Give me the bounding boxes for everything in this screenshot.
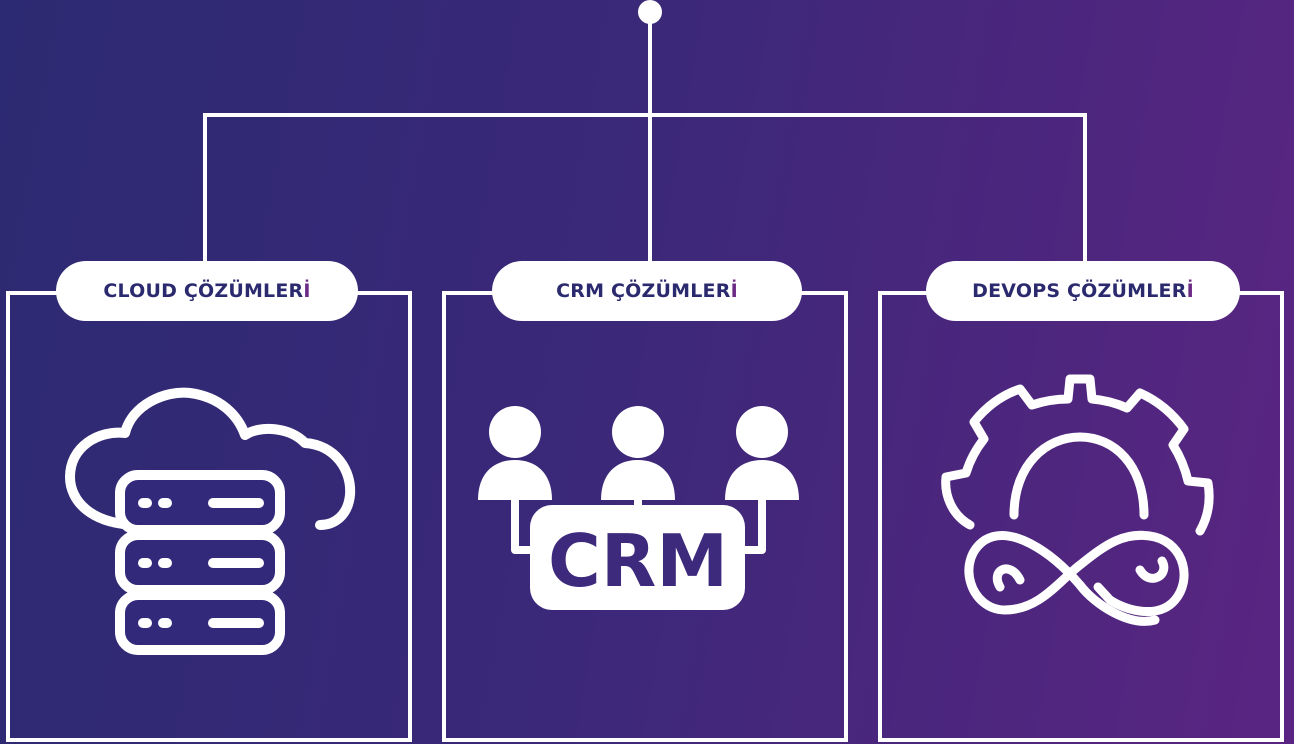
crm-icon: CRM (478, 406, 799, 610)
center-branch-line (648, 113, 652, 261)
cloud-label-main: CLOUD ÇÖZÜMLER (103, 280, 304, 302)
cloud-server-icon (65, 387, 356, 655)
devops-label-main: DEVOPS ÇÖZÜMLER (972, 280, 1187, 302)
horizontal-connector-line (203, 113, 1087, 117)
right-branch-line (1083, 113, 1087, 261)
cloud-label-accent: İ (303, 280, 311, 302)
devops-gear-infinity-icon (941, 374, 1214, 626)
devops-label-accent: İ (1186, 280, 1194, 302)
crm-icon-text: CRM (548, 519, 728, 603)
left-branch-line (203, 113, 207, 261)
crm-label-main: CRM ÇÖZÜMLER (556, 280, 731, 302)
root-vertical-line (648, 12, 652, 116)
crm-label-accent: İ (730, 280, 738, 302)
